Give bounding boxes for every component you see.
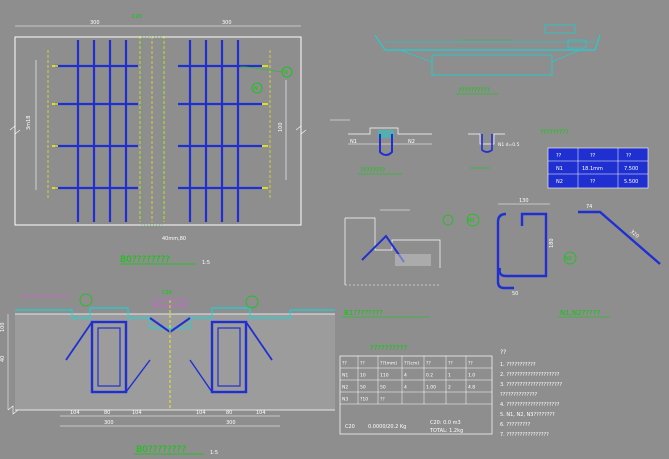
bar-shapes: 130 180 50 N1 74 320 N2 N1,N2?????: [466, 198, 661, 318]
tt-r1c0: N1: [556, 166, 563, 172]
quantity-table: ?????????? ???? ??(mm) ??(cm)?????? N1 10 110…: [339, 344, 493, 435]
qt-footer-left: C20: [345, 424, 355, 430]
bottom-top-tag: C20: [162, 290, 172, 296]
n2-mark: N2: [565, 256, 572, 262]
n1-dim-top: 130: [519, 198, 529, 204]
quantity-cell: 4: [404, 373, 407, 379]
note-line: 6. ?????????: [500, 422, 531, 428]
note-line: 7. ????????????????: [500, 432, 549, 438]
top-section: ??????????: [374, 24, 601, 95]
qt-footer-mid: 0.0000/20.2 Kg: [368, 424, 406, 430]
plan-dim-right-side: 100: [278, 122, 284, 132]
quantity-cell: 0.2: [426, 373, 433, 379]
plan-bottom-dim: 40mm,80: [162, 236, 186, 242]
tt-r1c1: 18.1mm: [582, 166, 603, 172]
plan-top-tag: C20: [132, 14, 142, 20]
quantity-cell: 110: [380, 373, 389, 379]
top-table: ????????? ?? ?? ?? N1 18.1mm 7.500 N2 ??…: [540, 129, 649, 189]
notes-title: ??: [500, 349, 506, 356]
bottom-dim-5: 300: [226, 420, 236, 426]
detail-a-left: N1: [350, 139, 357, 145]
qt-footer-right-1: C20: 0.0 m3: [430, 420, 461, 426]
quantity-cell: N1: [342, 373, 348, 379]
notes: ?? 1. ??????????? 2. ????????????????????…: [500, 349, 562, 438]
note-line: 4. ????????????????????: [500, 402, 560, 408]
quantity-cell: ??: [360, 361, 365, 367]
note-line: 5. N1, N2, N3????????: [500, 412, 555, 418]
detail-c-title: B1????????: [344, 309, 383, 317]
n2-dim-long: 320: [629, 229, 640, 240]
detail-a-right: N2: [408, 139, 415, 145]
plan-dim-left: 300: [90, 20, 100, 26]
quantity-cell: 10: [360, 373, 366, 379]
tt-r0c2: ??: [626, 153, 632, 159]
note-line: 2. ????????????????????: [500, 372, 560, 378]
section-top-title: ??????????: [458, 87, 490, 94]
bottom-dim-8: 104: [256, 410, 266, 416]
bottom-scale: 1:5: [210, 450, 218, 456]
quantity-cell: ??: [426, 361, 431, 367]
bottom-dim-1: 104: [70, 410, 80, 416]
quantity-cell: 1.0: [468, 373, 475, 379]
bottom-dim-3: 104: [132, 410, 142, 416]
bottom-dim-6: 104: [196, 410, 206, 416]
detail-a: N1 N2 ????????: [330, 119, 432, 175]
tt-r2c2: 5.500: [624, 179, 638, 185]
quantity-cell: ??(mm): [380, 361, 397, 367]
plan-scale: 1:5: [202, 260, 210, 266]
right-rebar-cage: [178, 40, 262, 222]
n1-mark: N1: [468, 218, 475, 224]
plan-mark-1: N: [284, 70, 288, 76]
tt-r0c0: ??: [556, 153, 562, 159]
tt-r0c1: ??: [590, 153, 596, 159]
bottom-left-40: 40: [0, 356, 6, 362]
quantity-cell: N3: [342, 397, 348, 403]
note-line: 1. ???????????: [500, 362, 536, 368]
qt-footer-right-2: TOTAL: 1.2kg: [429, 428, 463, 434]
quantity-cell: ??: [342, 361, 347, 367]
detail-b: N1 d=0.5: [468, 133, 520, 169]
detail-a-title: ????????: [360, 167, 385, 174]
quantity-cell: N2: [342, 385, 348, 391]
bottom-dim-2: 80: [104, 410, 110, 416]
bottom-dim-4: 300: [104, 420, 114, 426]
quantity-cell: ??(cm): [404, 361, 419, 367]
quantity-cell: 50: [380, 385, 386, 391]
quantity-cell: 2: [448, 385, 451, 391]
note-line: 3. ?????????????????????: [500, 382, 562, 388]
plan-mark-2: N: [254, 86, 258, 92]
n1-dim-bottom: 50: [512, 291, 518, 297]
bottom-section: C20 100 40 104 80 104 300 300 104 80 104…: [0, 290, 335, 456]
plan-dim-right: 300: [222, 20, 232, 26]
quantity-cell: 1.00: [426, 385, 436, 391]
n-title: N1,N2?????: [560, 309, 600, 317]
top-table-title: ?????????: [540, 129, 569, 136]
plan-title: B0????????: [120, 255, 170, 265]
detail-c: B1????????: [342, 209, 454, 318]
bottom-title: B0????????: [136, 445, 186, 455]
quantity-cell: 4.8: [468, 385, 475, 391]
quantity-title: ??????????: [370, 344, 407, 352]
plan-dim-side: 3m18: [26, 116, 32, 130]
quantity-cell: ?10: [360, 397, 368, 403]
bottom-dim-7: 80: [226, 410, 232, 416]
quantity-cell: 50: [360, 385, 366, 391]
bottom-left-100: 100: [0, 322, 6, 332]
quantity-cell: 1: [448, 373, 451, 379]
tt-r1c2: 7.500: [624, 166, 638, 172]
quantity-cell: ??: [468, 361, 473, 367]
note-line: ??????????????: [500, 392, 537, 398]
detail-b-dim: N1 d=0.5: [498, 142, 520, 148]
plan-view: 300 300 C20 3m18 100: [9, 14, 307, 266]
tt-r2c0: N2: [556, 179, 563, 185]
quantity-cell: ??: [448, 361, 453, 367]
tt-r2c1: ??: [590, 179, 596, 185]
plan-mark-circle-2: [251, 82, 263, 94]
n2-dim-top: 74: [586, 204, 592, 210]
quantity-cell: ??: [380, 397, 385, 403]
n1-dim-side: 180: [549, 238, 555, 248]
left-rebar-cage: [55, 40, 138, 222]
quantity-cell: 4: [404, 385, 407, 391]
